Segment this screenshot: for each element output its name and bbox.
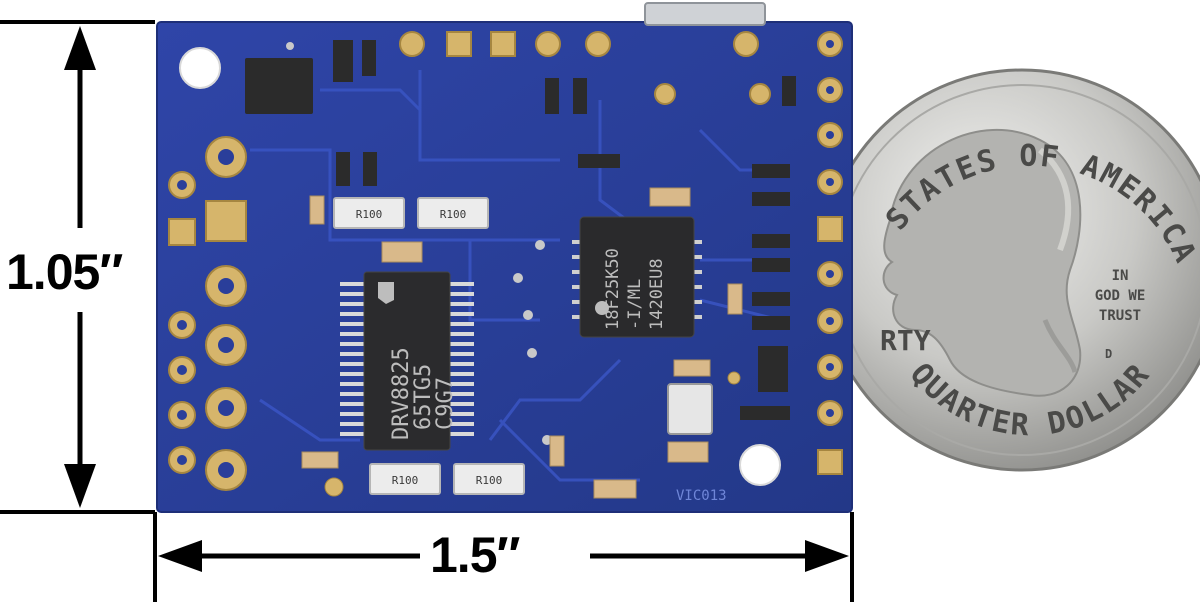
capacitors	[301, 187, 743, 499]
arrow-left-icon	[158, 540, 202, 572]
driver-chip-line-2: 65TG5	[411, 364, 436, 430]
quarter-coin: STATES OF AMERICA QUARTER DOLLAR IN GOD …	[820, 68, 1200, 472]
mcu-chip-line-2: -I/ML	[625, 279, 645, 330]
driver-chip-line-1: DRV8825	[389, 347, 414, 440]
top-header-pads	[399, 31, 771, 105]
resistor-label-1: R100	[356, 208, 383, 221]
resistor-label-2: R100	[440, 208, 467, 221]
driver-chip-line-3: C9G7	[433, 377, 458, 430]
pcb-board: DRV8825 65TG5 C9G7 18F25K50 -I/ML 1420EU…	[156, 2, 853, 513]
usb-connector	[644, 2, 766, 26]
small-components	[245, 40, 796, 420]
width-dimension	[153, 512, 854, 602]
ti-logo-icon	[378, 282, 394, 304]
width-dimension-label: 1.5″	[430, 527, 520, 583]
coin-motto-3: TRUST	[1099, 308, 1141, 324]
resistors: R100 R100 R100 R100	[333, 197, 525, 495]
mounting-hole	[739, 444, 781, 486]
coin-motto-1: IN	[1112, 268, 1129, 284]
arrow-up-icon	[64, 26, 96, 70]
coin-portrait	[882, 129, 1082, 397]
arrow-down-icon	[64, 464, 96, 508]
crystal-oscillator	[667, 383, 713, 435]
mounting-hole	[179, 47, 221, 89]
mcu-chip-line-1: 18F25K50	[603, 248, 623, 330]
height-dimension	[0, 20, 155, 514]
arrow-right-icon	[805, 540, 849, 572]
mcu-chip-line-3: 1420EU8	[647, 258, 667, 330]
mcu-chip: 18F25K50 -I/ML 1420EU8	[572, 216, 702, 338]
resistor-label-3: R100	[392, 474, 419, 487]
coin-mint-mark: D	[1105, 347, 1112, 361]
height-dimension-label: 1.05″	[6, 244, 123, 300]
coin-motto-2: GOD WE	[1095, 288, 1146, 304]
board-silkscreen: VIC013	[676, 488, 727, 504]
driver-chip: DRV8825 65TG5 C9G7	[340, 271, 474, 451]
coin-liberty-text: RTY	[880, 324, 931, 357]
microchip-logo-icon	[595, 301, 609, 315]
resistor-label-4: R100	[476, 474, 503, 487]
